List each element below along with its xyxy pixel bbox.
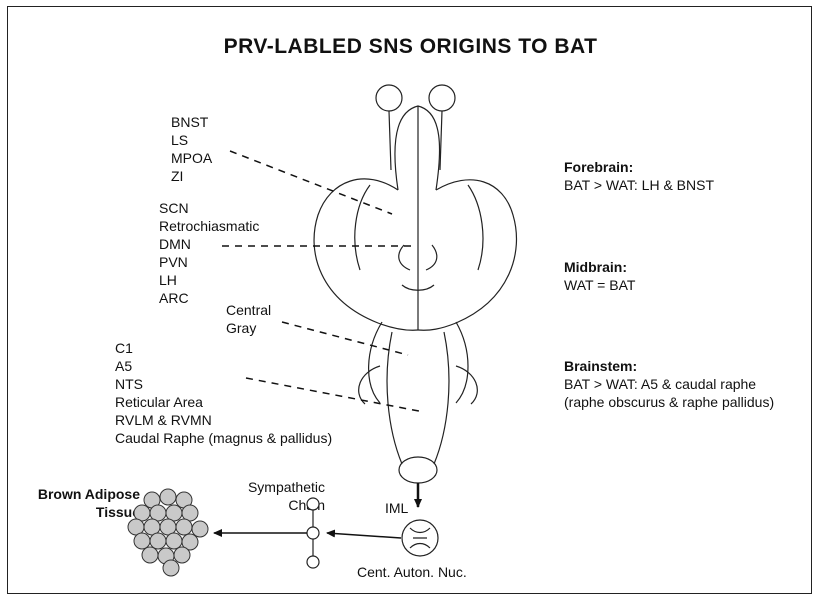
olfactory-bulb-left [376,85,402,111]
leader-lines [222,151,424,412]
bat-cell [174,547,190,563]
frontal-lobes [395,106,440,190]
cerebellum [369,322,468,403]
olfactory-stalk-right [440,111,442,170]
chain-ganglion-2 [307,527,319,539]
bat-cell-cluster [128,489,208,576]
bat-cell [176,519,192,535]
bat-cell [134,533,150,549]
nucleus-to-chain-arrow [327,533,401,538]
bat-cell [163,560,179,576]
olfactory-bulb-right [429,85,455,111]
bat-cell [192,521,208,537]
chain-ganglion-1 [307,498,319,510]
olfactory-stalk-left [389,111,391,170]
spinal-section [402,520,438,556]
bat-cell [142,547,158,563]
bat-cell [166,533,182,549]
chain-ganglion-3 [307,556,319,568]
left-hemisphere-sulcus [355,185,370,270]
leader-brainstem [246,378,424,412]
spinal-cord-stump [399,457,437,483]
sympathetic-chain [307,498,319,568]
right-hemisphere-sulcus [468,185,483,270]
left-hemisphere [314,179,418,330]
leader-forebrain-1 [230,151,392,214]
bat-cell [150,533,166,549]
brain-outline [314,85,516,483]
right-hemisphere [418,180,516,330]
bat-cell [160,489,176,505]
